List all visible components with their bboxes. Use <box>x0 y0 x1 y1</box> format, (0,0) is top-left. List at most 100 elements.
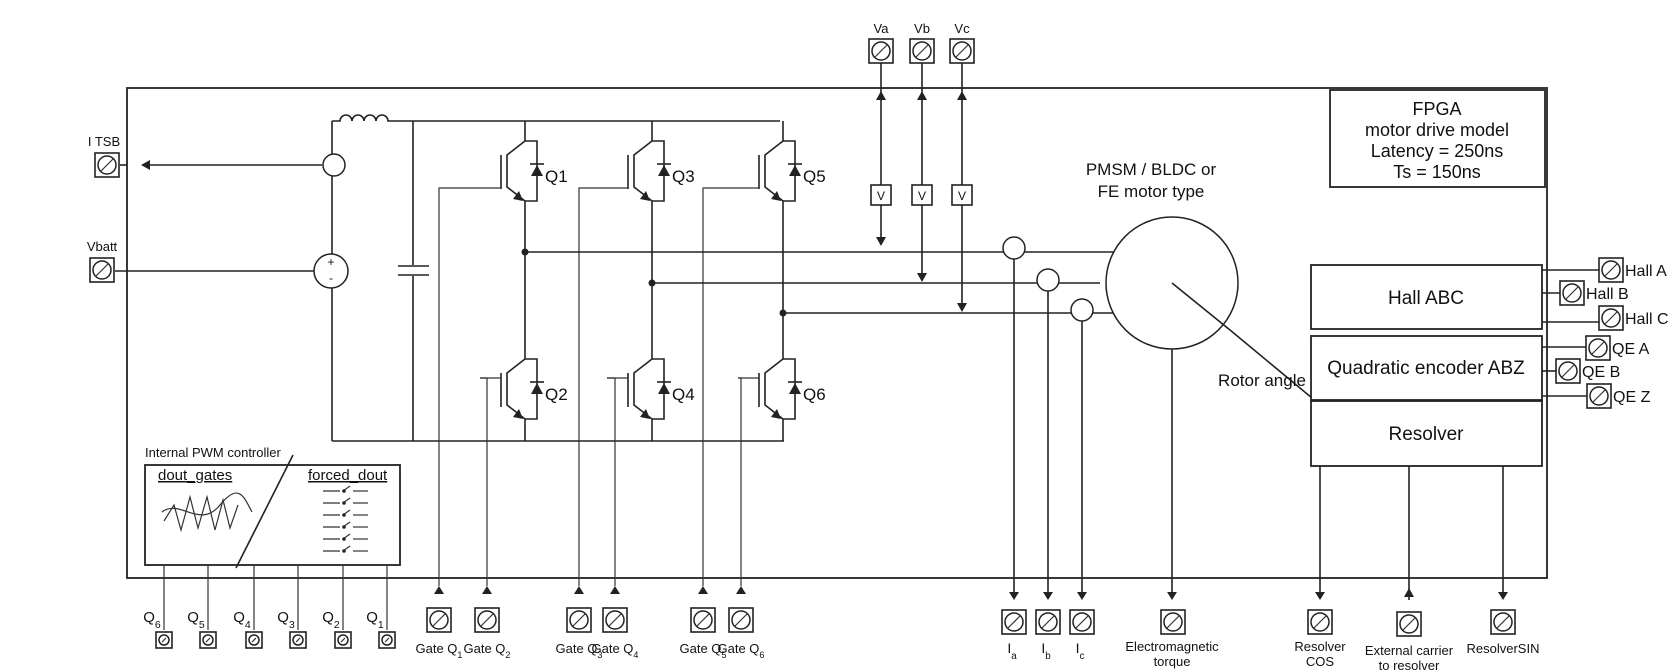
bottom-right-terminals: Electromagnetic torque Resolver COS Exte… <box>1125 588 1539 670</box>
torque-label-1: Electromagnetic <box>1125 639 1219 654</box>
switch-2: Q2 <box>480 339 568 439</box>
gate-terminal-label-2: Gate Q2 <box>464 641 511 660</box>
hall-abc-block <box>1310 264 1543 330</box>
motor-type-line2: FE motor type <box>1098 182 1205 201</box>
current-terminal-label-c: Ic <box>1076 640 1085 662</box>
resolver-label: Resolver <box>1389 424 1465 445</box>
external-carrier-label-2: to resolver <box>1379 658 1440 670</box>
current-terminal-label-a: Ia <box>1007 640 1017 662</box>
switch-6-label: Q6 <box>803 385 826 404</box>
vbatt-label: Vbatt <box>87 239 118 254</box>
rotor-angle-label: Rotor angle <box>1218 371 1306 390</box>
pwm-output-terminal-3 <box>289 631 307 649</box>
sensor-output-wires <box>1542 269 1600 397</box>
current-terminal-c <box>1069 609 1095 635</box>
current-sensor-b <box>1036 268 1060 292</box>
phase-current-sensors <box>1002 236 1094 592</box>
gate-terminal-label-5: Gate Q5 <box>680 641 727 660</box>
terminal-qe-a <box>1585 335 1611 361</box>
label-hall-b: Hall B <box>1586 286 1629 303</box>
v-terminal-label-2: Vc <box>954 21 970 36</box>
switch-4: Q4 <box>607 339 695 439</box>
terminal-hall-a <box>1598 257 1624 283</box>
current-sensor-a <box>1002 236 1026 260</box>
dc-link-circuit: + - <box>313 114 784 442</box>
current-output-terminals: Ia Ib Ic <box>1001 592 1095 662</box>
external-carrier-label-1: External carrier <box>1365 643 1454 658</box>
torque-label-2: torque <box>1154 654 1191 669</box>
itsb-terminal: I TSB <box>88 134 120 178</box>
gate-terminal-2 <box>474 607 500 633</box>
terminal-qe-b <box>1555 358 1581 384</box>
dout-gates-label: dout_gates <box>158 467 232 484</box>
pwm-output-terminal-2 <box>245 631 263 649</box>
switch-4-label: Q4 <box>672 385 695 404</box>
current-terminal-a <box>1001 609 1027 635</box>
voltmeter-b-symbol: V <box>918 189 926 203</box>
voltmeter-a-symbol: V <box>877 189 885 203</box>
switch-3: Q3 <box>607 121 695 221</box>
voltmeter-c-symbol: V <box>958 189 966 203</box>
pwm-output-label-0: Q6 <box>143 609 161 631</box>
current-sensor-c <box>1070 298 1094 322</box>
label-qe-a: QE A <box>1612 341 1650 358</box>
gate-terminal-4 <box>602 607 628 633</box>
switch-5-label: Q5 <box>803 167 826 186</box>
pwm-title: Internal PWM controller <box>145 445 281 460</box>
label-hall-c: Hall C <box>1625 311 1669 328</box>
switch-5: Q5 <box>738 121 826 221</box>
gate-terminal-3 <box>566 607 592 633</box>
torque-terminal <box>1160 609 1186 635</box>
vbatt-terminal: Vbatt <box>87 239 118 283</box>
switch-6: Q6 <box>738 339 826 439</box>
itsb-current-sensor <box>322 153 346 177</box>
pwm-output-label-3: Q3 <box>277 609 295 631</box>
forced-dout-switches <box>323 485 368 553</box>
v-terminal-label-0: Va <box>874 21 890 36</box>
switch-1: Q1 <box>480 121 568 221</box>
hall-abc-label: Hall ABC <box>1388 288 1464 309</box>
phase-lines <box>521 248 1115 317</box>
voltmeter-b <box>911 184 933 206</box>
gate-terminal-6 <box>728 607 754 633</box>
carrier-waveform <box>163 494 239 533</box>
forced-dout-label: forced_dout <box>308 467 388 484</box>
resolver-wires <box>1319 466 1504 600</box>
fpga-label-box: FPGA motor drive model Latency = 250ns T… <box>1329 89 1546 188</box>
fpga-model-name: motor drive model <box>1365 120 1509 140</box>
gate-terminal-label-4: Gate Q4 <box>592 641 639 660</box>
v-terminal-c <box>949 38 975 64</box>
gate-terminal-5 <box>690 607 716 633</box>
switch-3-label: Q3 <box>672 167 695 186</box>
fpga-sample-time: Ts = 150ns <box>1393 162 1481 182</box>
resolver-sin-terminal <box>1490 609 1516 635</box>
gate-terminal-1 <box>426 607 452 633</box>
resolver-block <box>1310 400 1543 467</box>
switch-2-label: Q2 <box>545 385 568 404</box>
terminal-qe-z <box>1586 383 1612 409</box>
current-terminal-b <box>1035 609 1061 635</box>
external-carrier-terminal <box>1396 611 1422 637</box>
gate-terminal-label-1: Gate Q1 <box>416 641 463 660</box>
current-terminal-label-b: Ib <box>1041 640 1051 662</box>
resolver-sin-label: ResolverSIN <box>1467 641 1540 656</box>
source-plus: + <box>327 255 334 269</box>
source-minus: - <box>329 271 333 285</box>
v-terminal-label-1: Vb <box>914 21 930 36</box>
reference-waveform <box>161 492 253 516</box>
resolver-cos-label-1: Resolver <box>1294 639 1346 654</box>
sensor-blocks: Hall ABC Quadratic encoder ABZ Resolver <box>1310 264 1543 467</box>
motor: PMSM / BLDC or FE motor type Rotor angle <box>1086 160 1313 592</box>
pwm-output-terminal-1 <box>199 631 217 649</box>
voltage-probes: V V V <box>870 61 973 312</box>
voltmeter-a <box>870 184 892 206</box>
resolver-cos-terminal <box>1307 609 1333 635</box>
pwm-output-label-2: Q4 <box>233 609 251 631</box>
pwm-output-terminal-5 <box>378 631 396 649</box>
pwm-output-label-1: Q5 <box>187 609 205 631</box>
encoder-block <box>1310 335 1543 401</box>
itsb-label: I TSB <box>88 134 120 149</box>
